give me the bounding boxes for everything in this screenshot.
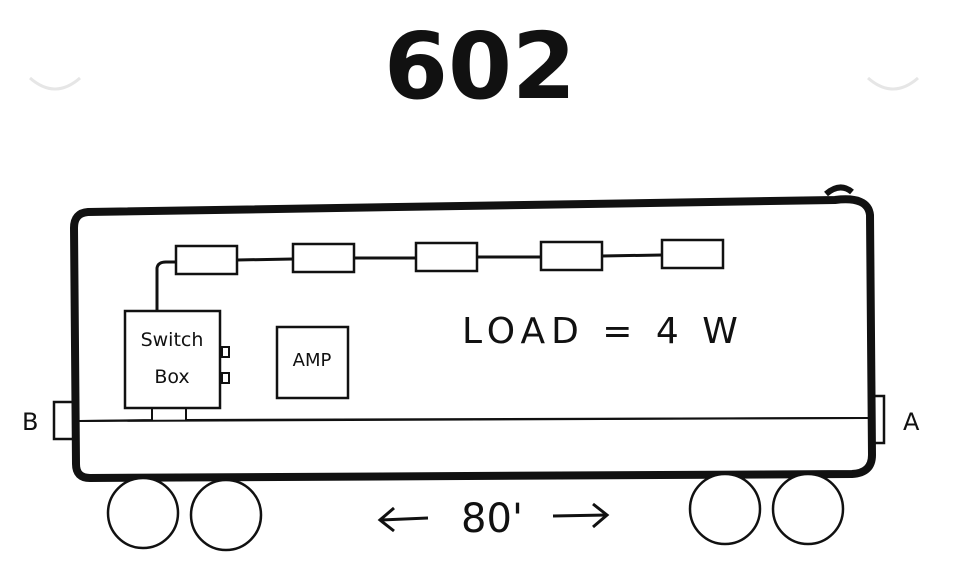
- light-fixture-1: [174, 244, 239, 276]
- car-body-outline: [70, 195, 876, 482]
- end-label-b: B: [22, 408, 38, 436]
- switch-terminal-2: [221, 372, 230, 384]
- wheel-3: [688, 472, 762, 546]
- amplifier-label: AMP: [293, 350, 332, 371]
- length-arrow-right: [552, 513, 608, 518]
- wheel-1: [106, 476, 180, 550]
- light-wire-1: [236, 257, 294, 262]
- light-wire-4: [601, 253, 663, 258]
- punch-hole-left: [29, 76, 81, 91]
- light-fixture-2: [291, 242, 356, 274]
- car-number-title: 602: [384, 13, 576, 120]
- coupler-b: [52, 400, 78, 441]
- wheel-4: [771, 472, 845, 546]
- coupler-a: [872, 394, 886, 445]
- switch-box-wire-left: [79, 408, 153, 422]
- length-arrowhead-left-icon: [377, 506, 395, 533]
- switch-box-label-line2: Box: [154, 366, 189, 388]
- length-arrow-left: [379, 516, 429, 522]
- switch-terminal-1: [221, 346, 230, 358]
- length-arrowhead-right-icon: [592, 502, 610, 529]
- switch-box-label-line1: Switch: [141, 329, 204, 351]
- switch-box-wire-right: [185, 408, 861, 422]
- wheel-2: [189, 478, 263, 552]
- load-rating-label: LOAD = 4 W: [462, 311, 744, 352]
- light-fixture-5: [660, 238, 725, 270]
- end-label-a: A: [903, 408, 920, 436]
- feed-wire: [155, 260, 176, 310]
- amplifier-box: [275, 325, 350, 400]
- light-fixture-4: [539, 240, 604, 272]
- punch-hole-right: [867, 76, 919, 91]
- roof-corner-hook: [824, 184, 854, 197]
- switch-box: [123, 309, 222, 410]
- car-length-label: 80': [461, 496, 523, 542]
- light-fixture-3: [414, 241, 479, 273]
